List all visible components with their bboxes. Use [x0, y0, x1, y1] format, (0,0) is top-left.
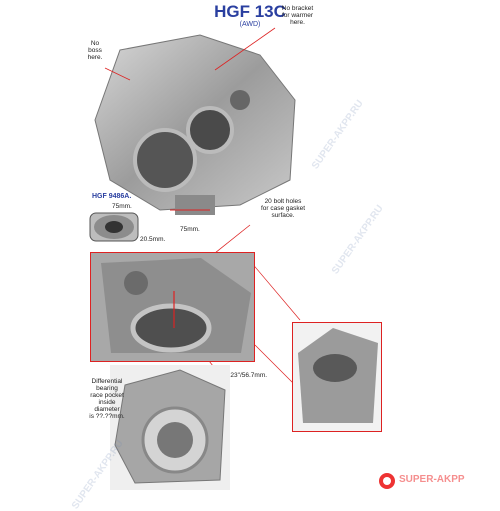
annotation-lines [104, 27, 301, 421]
case-photo-zoom-frame [90, 252, 255, 362]
bearing-label: HGF 9486A. [92, 193, 132, 200]
logo: SUPER-AKPP [378, 470, 493, 494]
case-photo-right-frame [292, 322, 382, 432]
bearing-dim-outer: 75mm. [112, 203, 132, 210]
logo-icon [379, 473, 395, 489]
case-photo-bottom [110, 365, 230, 490]
page-subtitle: (AWD) [239, 21, 261, 28]
logo-text: SUPER-AKPP [399, 474, 465, 485]
dim-bottom: 75mm. [180, 226, 200, 233]
page-title: HGF 13C [214, 2, 286, 21]
case-photo-right [293, 323, 381, 431]
case-photo-zoom [91, 253, 254, 361]
dim-height: 2.23"/56.7mm. [225, 372, 268, 379]
bearing-photo [89, 212, 139, 242]
bearing-dim-width: 20.5mm. [140, 236, 166, 243]
